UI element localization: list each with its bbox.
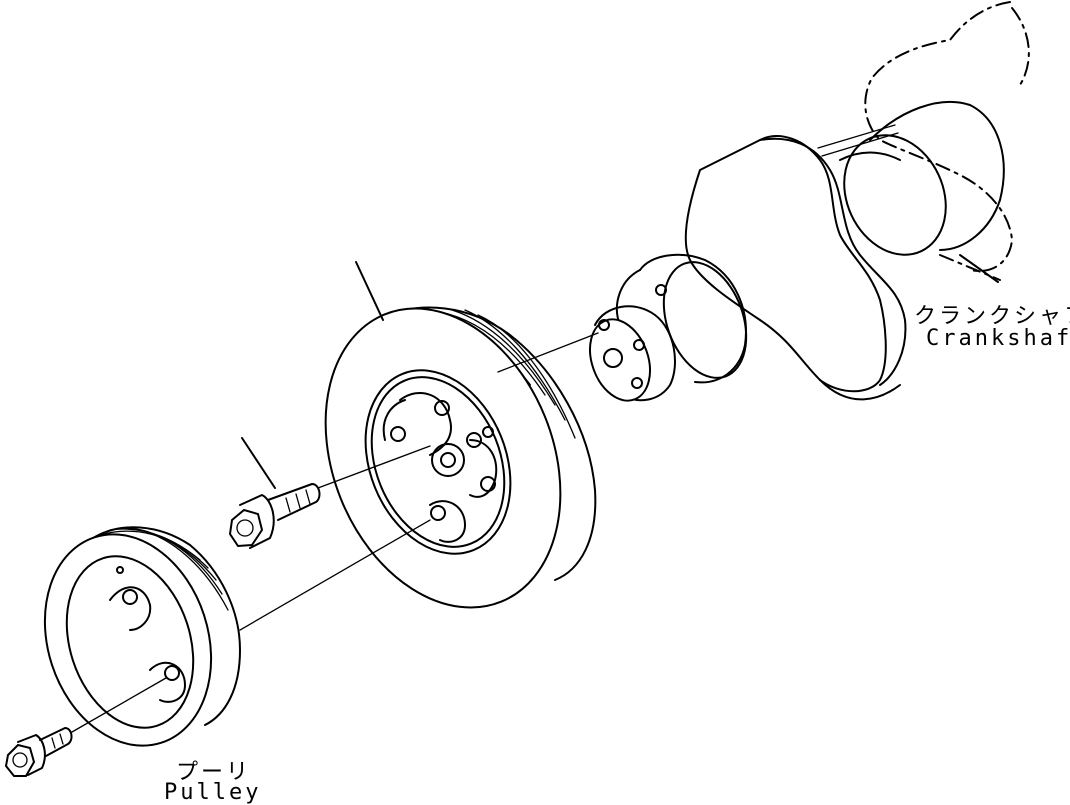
damper-bolt [228, 437, 321, 549]
pulley-label-jp: プーリ [176, 760, 252, 785]
pulley-label-en: Pulley [164, 780, 262, 805]
crankshaft [589, 1, 1030, 402]
pulley-bolt [4, 727, 73, 777]
crank-damper [324, 261, 597, 609]
pulley [43, 526, 241, 747]
assembly-axis-lines [71, 332, 599, 733]
crankshaft-label-jp: クランクシャフト [914, 304, 1070, 329]
crankshaft-label-en: Crankshaft [926, 326, 1070, 351]
